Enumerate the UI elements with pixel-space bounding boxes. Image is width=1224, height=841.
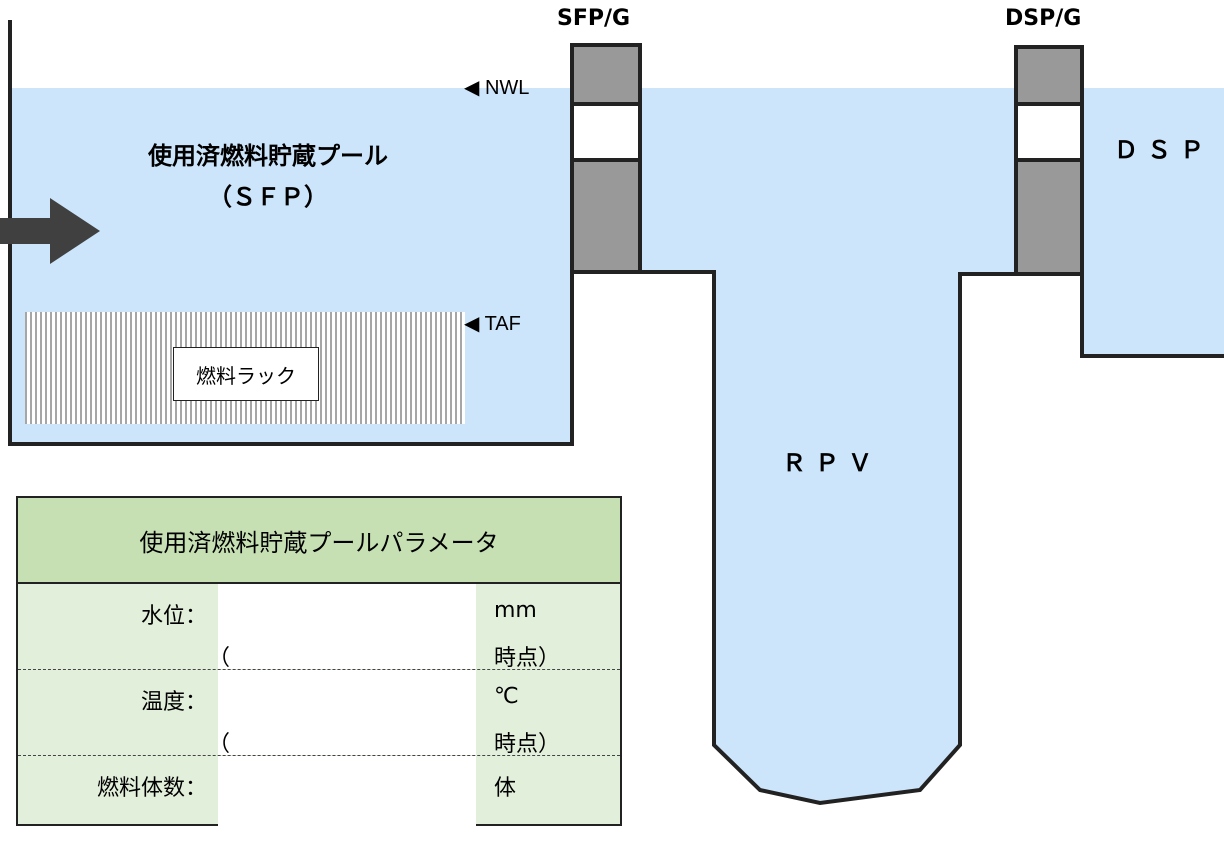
inflow-arrow-icon bbox=[0, 198, 100, 264]
water-level-time-suffix: 時点） bbox=[494, 646, 561, 671]
dsp-gate-label: DSP/G bbox=[1005, 6, 1082, 31]
sfp-gate-label: SFP/G bbox=[557, 6, 631, 31]
temperature-time-suffix: 時点） bbox=[494, 732, 561, 757]
fuel-count-label: 燃料体数： bbox=[96, 776, 207, 801]
water-level-value-field bbox=[218, 584, 476, 669]
nwl-marker: ◀ NWL bbox=[464, 77, 530, 99]
taf-marker: ◀ TAF bbox=[464, 313, 521, 335]
temperature-label: 温度： bbox=[140, 690, 207, 715]
pool-diagram bbox=[0, 20, 1224, 806]
temperature-value-field bbox=[218, 670, 476, 755]
sfp-gate bbox=[570, 43, 642, 274]
fuel-count-value-field bbox=[218, 756, 476, 841]
dsp-label: ＤＳＰ bbox=[1114, 136, 1213, 164]
pool-name: 使用済燃料貯蔵プール bbox=[148, 142, 388, 170]
water-level-time-open: （ bbox=[208, 646, 231, 671]
water-level-unit: mm bbox=[494, 598, 537, 623]
dsp-water bbox=[1082, 88, 1224, 358]
temperature-time-open: （ bbox=[208, 732, 231, 757]
dsp-gate bbox=[1014, 45, 1084, 276]
pool-parameter-table: 使用済燃料貯蔵プールパラメータ 水位： mm （ 時点） 温度： ℃ （ 時点）… bbox=[16, 496, 622, 841]
temperature-unit: ℃ bbox=[494, 684, 519, 709]
pool-abbr: （ＳＦＰ） bbox=[208, 183, 328, 211]
fuel-count-unit: 体 bbox=[494, 776, 517, 801]
fuel-count-row: 燃料体数： 体 bbox=[18, 756, 620, 841]
water-level-row: 水位： mm （ 時点） bbox=[18, 584, 620, 671]
gate-water-gap bbox=[640, 88, 1016, 274]
temperature-row: 温度： ℃ （ 時点） bbox=[18, 670, 620, 757]
rpv-label: ＲＰＶ bbox=[782, 449, 881, 477]
water-level-label: 水位： bbox=[140, 604, 207, 629]
rpv-water bbox=[714, 272, 960, 803]
parameter-table-title: 使用済燃料貯蔵プールパラメータ bbox=[18, 498, 620, 584]
fuel-rack-label: 燃料ラック bbox=[173, 347, 319, 401]
